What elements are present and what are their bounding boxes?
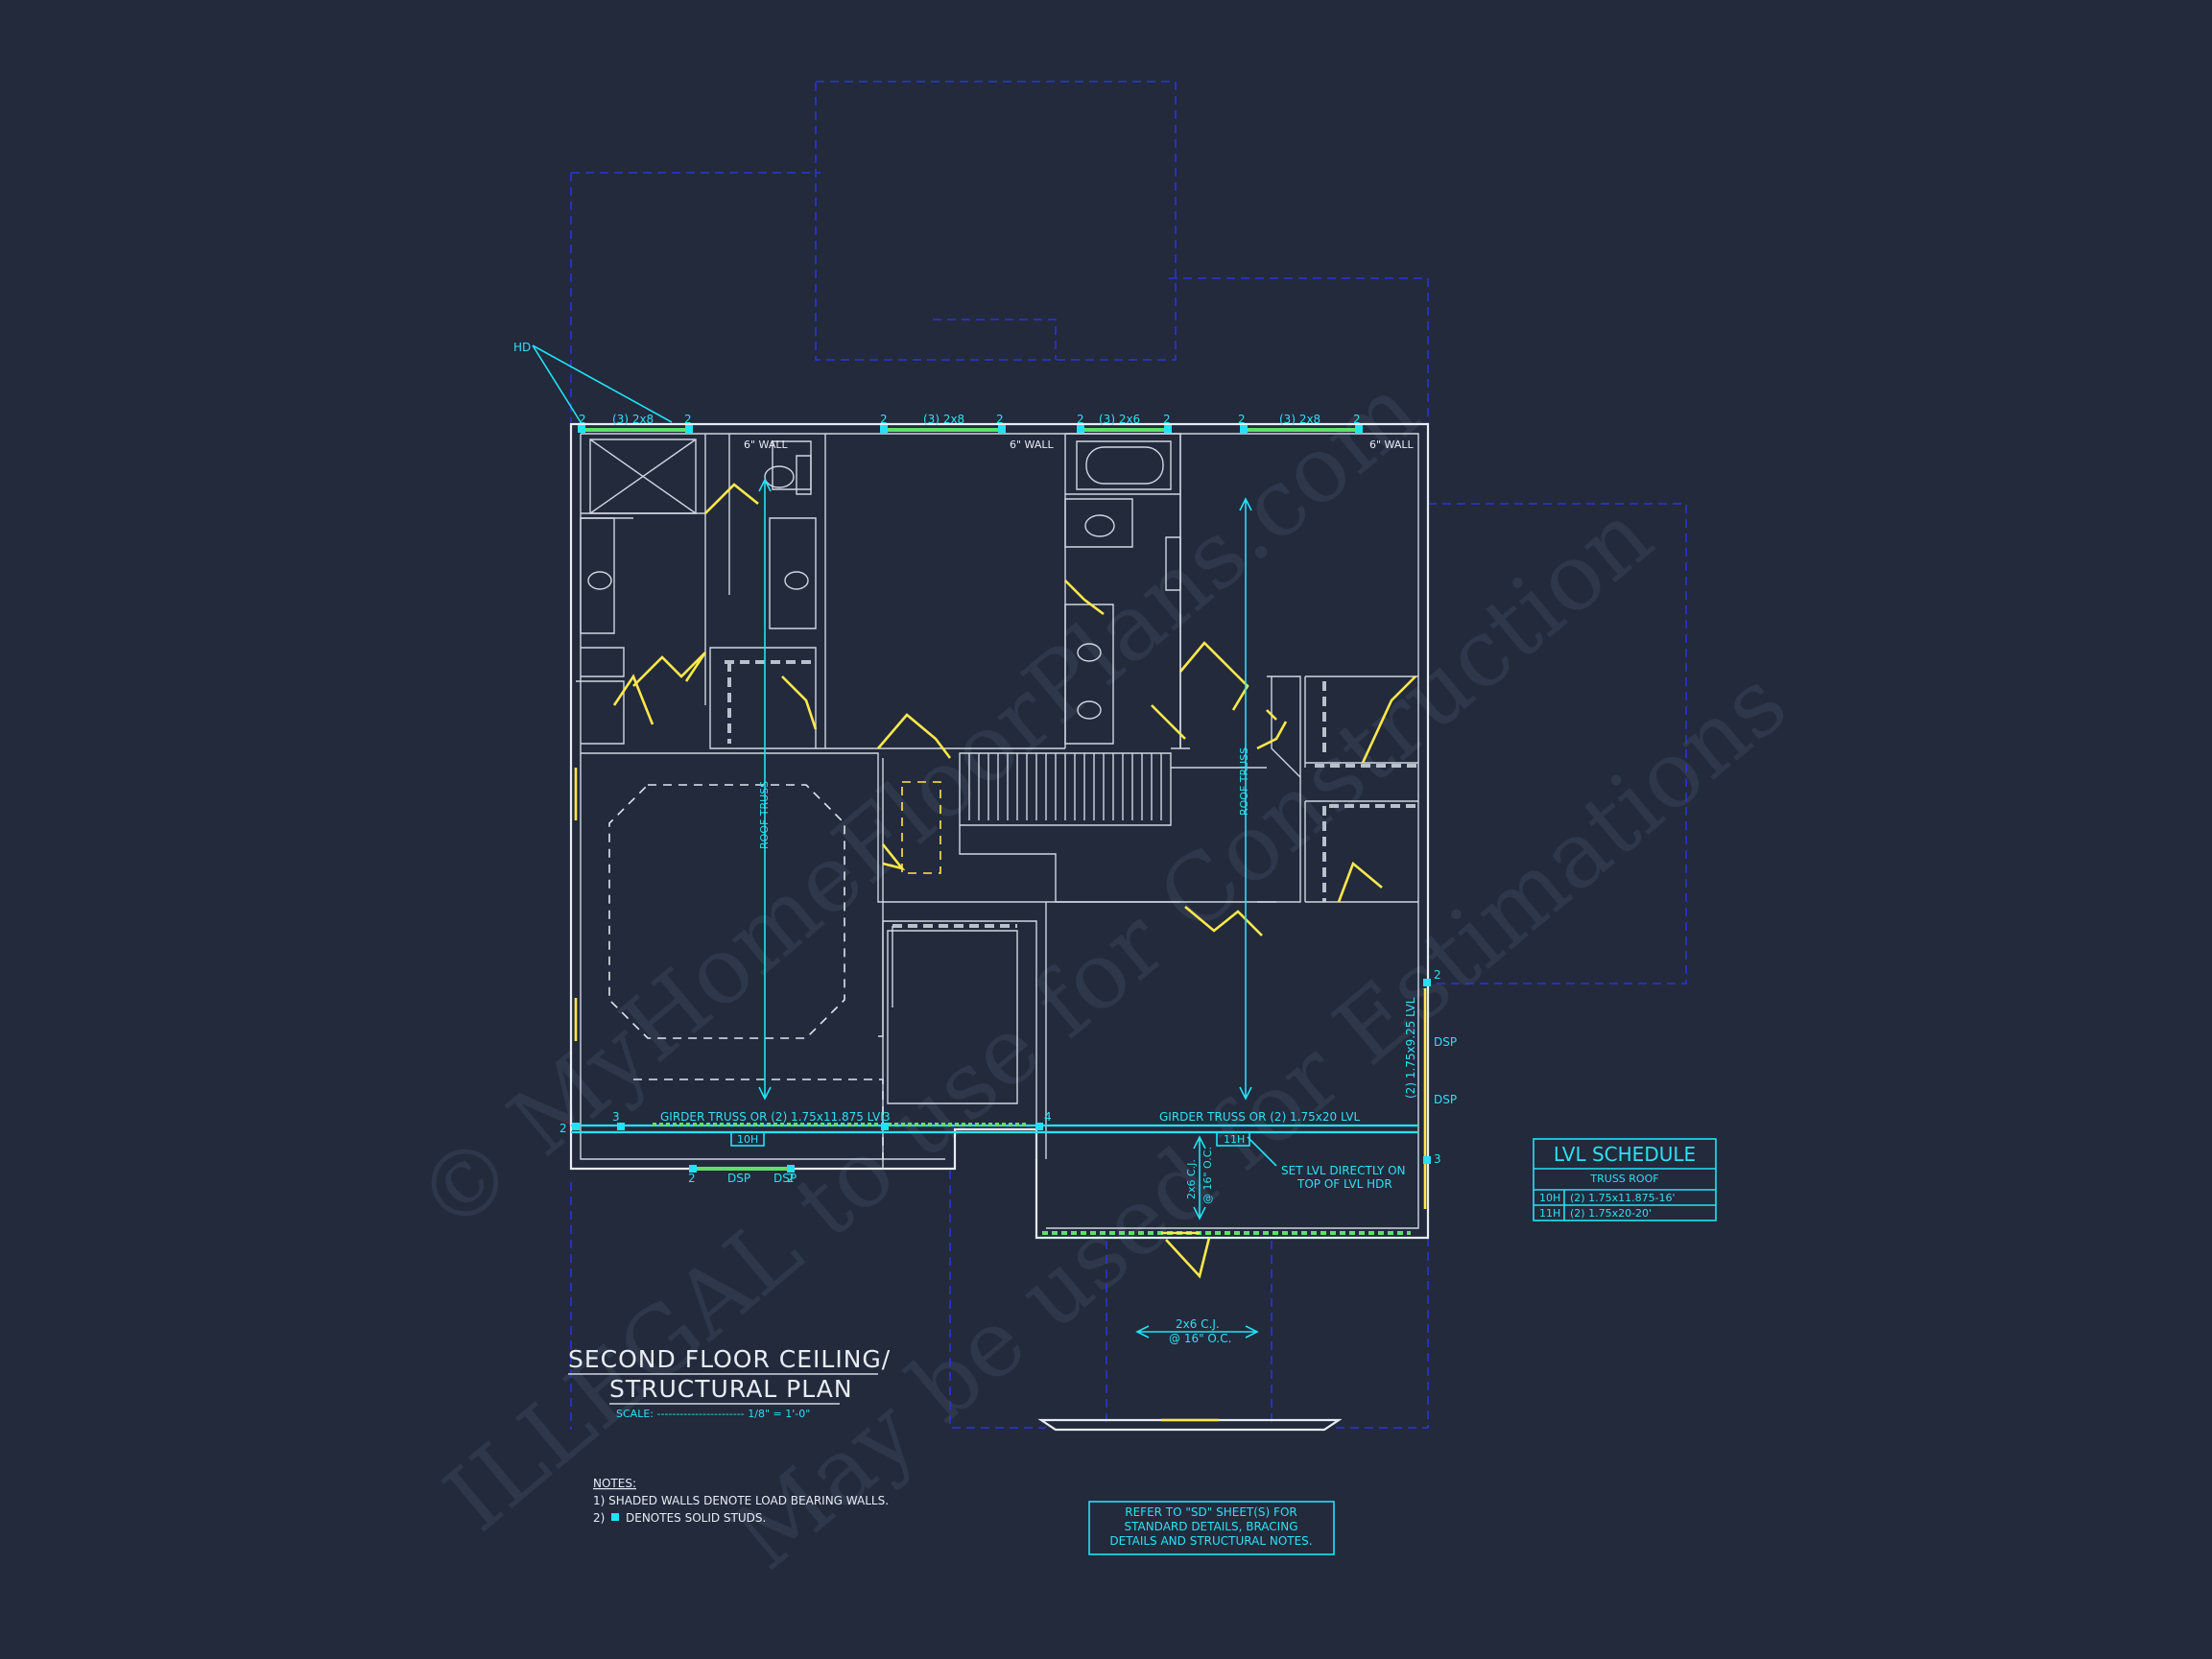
tag-10h: 10H xyxy=(737,1133,758,1146)
refer-box: REFER TO "SD" SHEET(S) FOR STANDARD DETA… xyxy=(1088,1501,1335,1555)
stud-count-label: 2 xyxy=(787,1172,795,1185)
solid-stud-legend-icon xyxy=(611,1513,619,1521)
refer-line-1: REFER TO "SD" SHEET(S) FOR xyxy=(1125,1505,1296,1519)
tray-ceiling-outline xyxy=(608,784,845,1039)
annotations: HD 2 (3) 2x8 2 2 (3) 2x8 2 2 (3) 2x6 2 2… xyxy=(513,341,1457,1345)
girder-right-label: GIRDER TRUSS OR (2) 1.75x20 LVL xyxy=(1159,1110,1361,1124)
wall-6in-label: 6" WALL xyxy=(1010,438,1054,451)
wall-6in-label: 6" WALL xyxy=(744,438,788,451)
stud-count-label: 3 xyxy=(1434,1152,1441,1166)
lvl-row-desc: (2) 1.75x20-20' xyxy=(1570,1207,1652,1220)
dsp-label: DSP xyxy=(773,1172,797,1185)
note-1: 1) SHADED WALLS DENOTE LOAD BEARING WALL… xyxy=(593,1494,889,1507)
lvl-vertical-label: (2) 1.75x9.25 LVL xyxy=(1404,997,1417,1099)
drawing-title: SECOND FLOOR CEILING/ STRUCTURAL PLAN SC… xyxy=(568,1345,891,1420)
tag-10h-box xyxy=(730,1131,765,1147)
cj-vertical-line2: @ 16" O.C. xyxy=(1201,1147,1214,1204)
doors xyxy=(574,483,1427,1422)
header-label: (3) 2x6 xyxy=(1099,413,1140,426)
roof-outline xyxy=(570,81,1687,1430)
lvl-row-mark: 11H xyxy=(1539,1207,1560,1220)
dsp-label: DSP xyxy=(1434,1035,1457,1049)
cj-bottom-line2: @ 16" O.C. xyxy=(1169,1332,1231,1345)
stud-count-label: 2 xyxy=(1163,413,1171,426)
lvl-schedule-table: LVL SCHEDULE TRUSS ROOF 10H (2) 1.75x11.… xyxy=(1533,1138,1717,1221)
watermark: © MyHomeFloorPlans.com ILLEGAL to use fo… xyxy=(396,356,1807,1591)
tag-11h: 11H xyxy=(1224,1133,1245,1146)
note-2-text: DENOTES SOLID STUDS. xyxy=(626,1511,766,1525)
lvl-row-desc: (2) 1.75x11.875-16' xyxy=(1570,1192,1676,1204)
notes-heading: NOTES: xyxy=(593,1477,636,1490)
lvl-schedule-title: LVL SCHEDULE xyxy=(1554,1143,1696,1166)
stud-count-label: 2 xyxy=(688,1172,696,1185)
stud-count-label: 2 xyxy=(996,413,1004,426)
roof-truss-arrows xyxy=(532,344,1277,1339)
header-label: (3) 2x8 xyxy=(1279,413,1320,426)
roof-truss-label: ROOF TRUSS xyxy=(758,781,771,849)
stair-treads xyxy=(968,753,1162,820)
roof-truss-label: ROOF TRUSS xyxy=(1238,747,1250,816)
stud-count-label: 4 xyxy=(1044,1110,1052,1124)
set-lvl-note-line1: SET LVL DIRECTLY ON xyxy=(1281,1164,1406,1177)
stud-count-label: 2 xyxy=(1077,413,1084,426)
stud-count-label: 3 xyxy=(612,1110,620,1124)
notes: NOTES: 1) SHADED WALLS DENOTE LOAD BEARI… xyxy=(593,1477,889,1525)
scale-label: SCALE: ----------------------- 1/8" = 1'… xyxy=(616,1408,810,1420)
cj-vertical-line1: 2x6 C.J. xyxy=(1185,1159,1198,1199)
stud-count-label: 2 xyxy=(1434,968,1441,982)
stud-count-label: 2 xyxy=(1353,413,1361,426)
header-label: (3) 2x8 xyxy=(612,413,654,426)
girder-left-label: GIRDER TRUSS OR (2) 1.75x11.875 LVL xyxy=(660,1110,887,1124)
attic-access xyxy=(901,781,941,874)
lvl-schedule-subtitle: TRUSS ROOF xyxy=(1589,1173,1658,1185)
stud-count-label: 2 xyxy=(559,1122,567,1135)
wall-6in-label: 6" WALL xyxy=(1369,438,1414,451)
note-2-prefix: 2) xyxy=(593,1511,605,1525)
cj-bottom-line1: 2x6 C.J. xyxy=(1176,1317,1220,1331)
title-line-1: SECOND FLOOR CEILING/ xyxy=(568,1345,891,1373)
tag-11h-box xyxy=(1216,1131,1250,1147)
dsp-label: DSP xyxy=(1434,1093,1457,1106)
refer-line-2: STANDARD DETAILS, BRACING xyxy=(1124,1520,1297,1533)
stud-count-label: 3 xyxy=(883,1110,891,1124)
stud-count-label: 2 xyxy=(880,413,888,426)
fixtures xyxy=(587,446,1164,720)
header-label: (3) 2x8 xyxy=(923,413,964,426)
dsp-label: DSP xyxy=(727,1172,750,1185)
interior-walls xyxy=(576,433,1418,1169)
title-line-2: STRUCTURAL PLAN xyxy=(609,1375,853,1403)
solid-studs xyxy=(572,425,1431,1173)
stud-count-label: 2 xyxy=(579,413,586,426)
stud-count-label: 2 xyxy=(1238,413,1246,426)
set-lvl-note-line2: TOP OF LVL HDR xyxy=(1296,1177,1392,1191)
stud-count-label: 2 xyxy=(684,413,692,426)
lvl-row-mark: 10H xyxy=(1539,1192,1560,1204)
refer-line-3: DETAILS AND STRUCTURAL NOTES. xyxy=(1109,1534,1312,1548)
hd-label: HD xyxy=(513,341,531,354)
